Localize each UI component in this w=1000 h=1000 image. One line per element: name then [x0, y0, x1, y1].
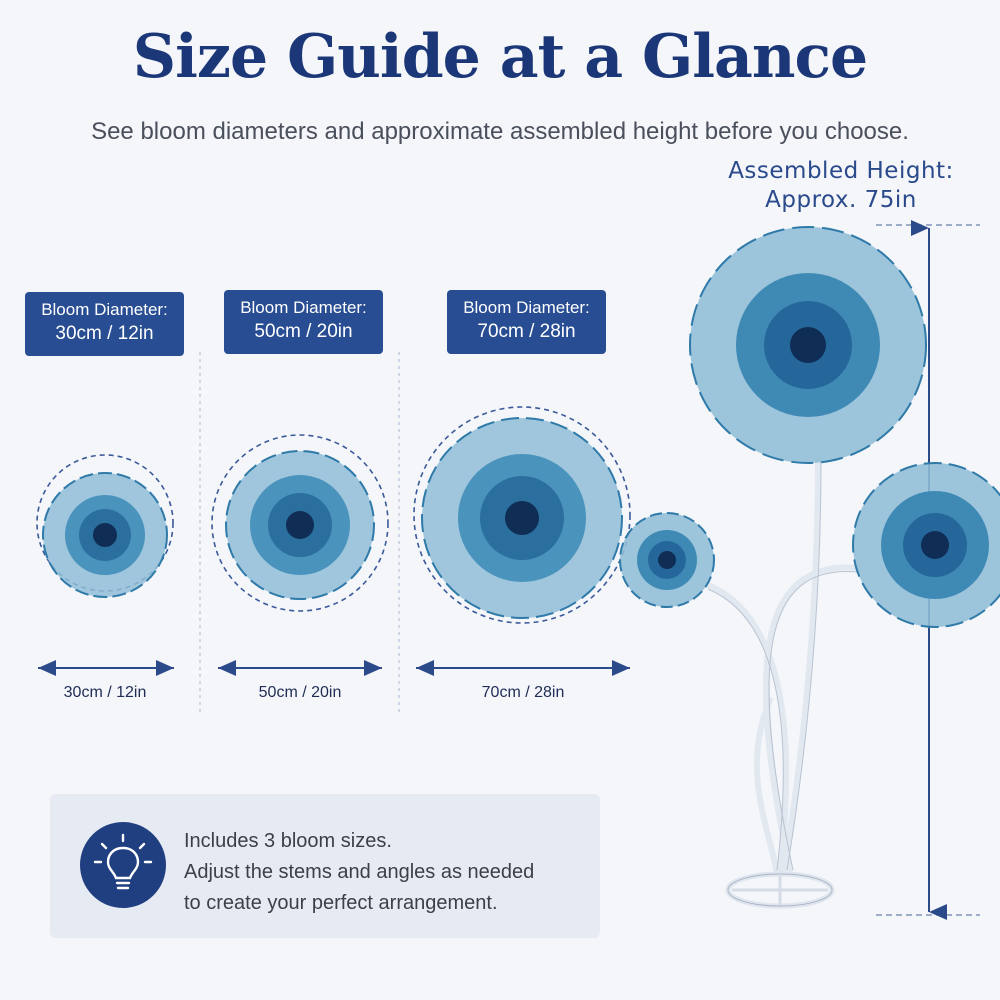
badge-label: Bloom Diameter: — [463, 298, 590, 317]
size-outline-small — [36, 454, 174, 592]
info-box: Includes 3 bloom sizes. Adjust the stems… — [50, 794, 600, 938]
size-outline-medium — [211, 434, 389, 612]
info-line: Adjust the stems and angles as needed — [184, 861, 535, 883]
page-title: Size Guide at a Glance — [132, 22, 868, 92]
bloom-large — [421, 417, 623, 619]
size-badge-small: Bloom Diameter: 30cm / 12in — [25, 292, 184, 356]
info-line: to create your perfect arrangement. — [184, 892, 498, 914]
bloom-small — [42, 472, 168, 598]
stand-base — [725, 871, 835, 909]
stand-bloom-left — [619, 512, 715, 608]
stand-outline — [707, 459, 859, 871]
size-outline-large — [413, 406, 631, 624]
lightbulb-icon — [80, 822, 166, 908]
badge-label: Bloom Diameter: — [41, 300, 168, 319]
dimension-label-large: 70cm / 28in — [481, 684, 565, 701]
assembled-height-value: Approx. 75in — [765, 187, 917, 213]
dimension-label-medium: 50cm / 20in — [258, 684, 342, 701]
stand-bloom-right — [852, 462, 1000, 628]
bloom-medium — [225, 450, 375, 600]
badge-value: 30cm / 12in — [55, 323, 154, 344]
badge-value: 70cm / 28in — [477, 321, 576, 342]
size-badge-medium: Bloom Diameter: 50cm / 20in — [224, 290, 383, 354]
badge-value: 50cm / 20in — [254, 321, 353, 342]
dimension-label-small: 30cm / 12in — [63, 684, 147, 701]
stand-bloom-top — [689, 226, 927, 464]
info-line: Includes 3 bloom sizes. — [184, 830, 392, 852]
size-badge-large: Bloom Diameter: 70cm / 28in — [447, 290, 606, 354]
page-subtitle: See bloom diameters and approximate asse… — [91, 118, 909, 145]
stand — [705, 457, 861, 873]
assembled-height-heading: Assembled Height: — [728, 158, 954, 184]
info-text: Includes 3 bloom sizes. Adjust the stems… — [184, 826, 584, 919]
assembled-height-label: Assembled Height: Approx. 75in — [700, 157, 982, 215]
badge-label: Bloom Diameter: — [240, 298, 367, 317]
